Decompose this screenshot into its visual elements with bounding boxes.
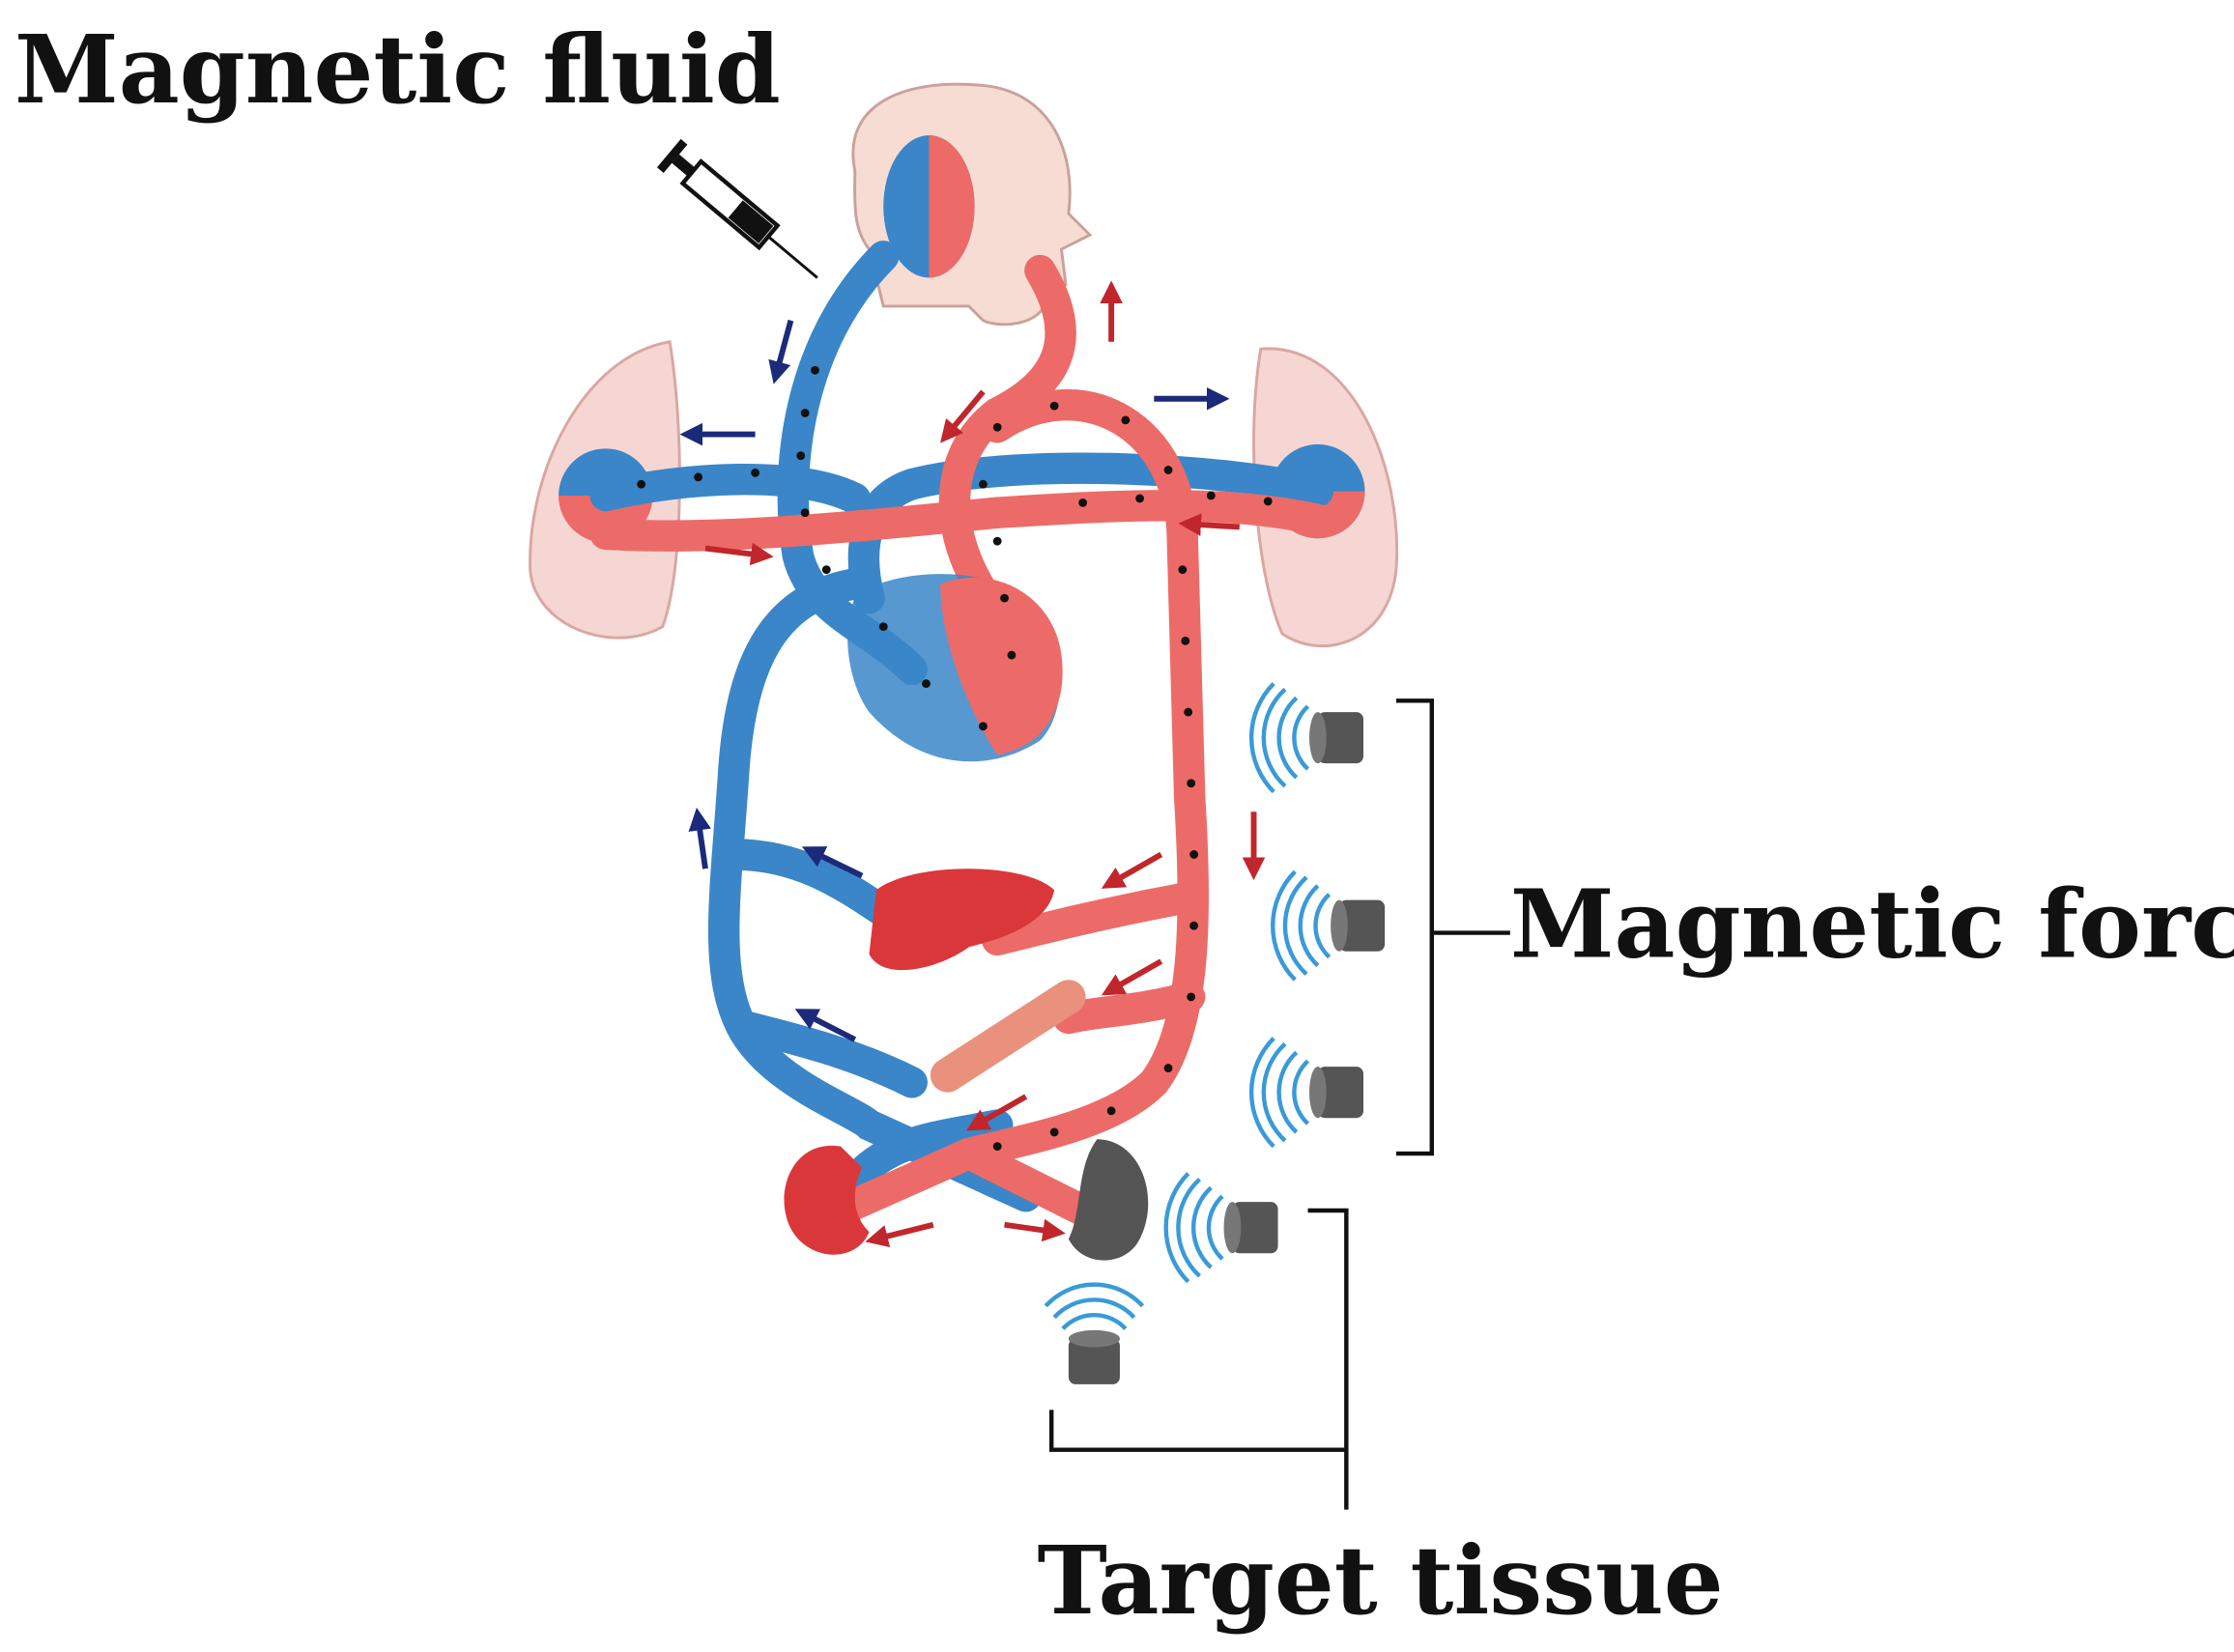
magnets xyxy=(1044,682,1386,1384)
magnet-icon xyxy=(1248,1037,1364,1149)
brackets xyxy=(1048,698,1510,1510)
head xyxy=(851,82,1093,327)
target-organ xyxy=(1068,1139,1149,1261)
magnetic-fluid-label: Magnetic fluid xyxy=(14,14,781,125)
blood-flow-arrows xyxy=(679,280,1266,1248)
target-tissue-bracket xyxy=(1307,1208,1349,1510)
intestine xyxy=(930,980,1086,1093)
magnet-icon xyxy=(1163,1172,1278,1284)
liver xyxy=(869,869,1055,971)
heart xyxy=(847,574,1063,762)
target-tissue-label: Target tissue xyxy=(1037,1525,1723,1636)
magnetic-force-label: Magnetic force xyxy=(1510,869,2234,980)
magnetic-force-bracket xyxy=(1395,698,1434,1156)
syringe-icon xyxy=(656,138,818,279)
magnet-icon xyxy=(1271,869,1386,982)
kidney xyxy=(784,1145,870,1255)
magnet-icon xyxy=(1248,682,1364,794)
magnetic-nanoparticles xyxy=(637,365,1273,1152)
magnet-icon xyxy=(1044,1282,1145,1384)
